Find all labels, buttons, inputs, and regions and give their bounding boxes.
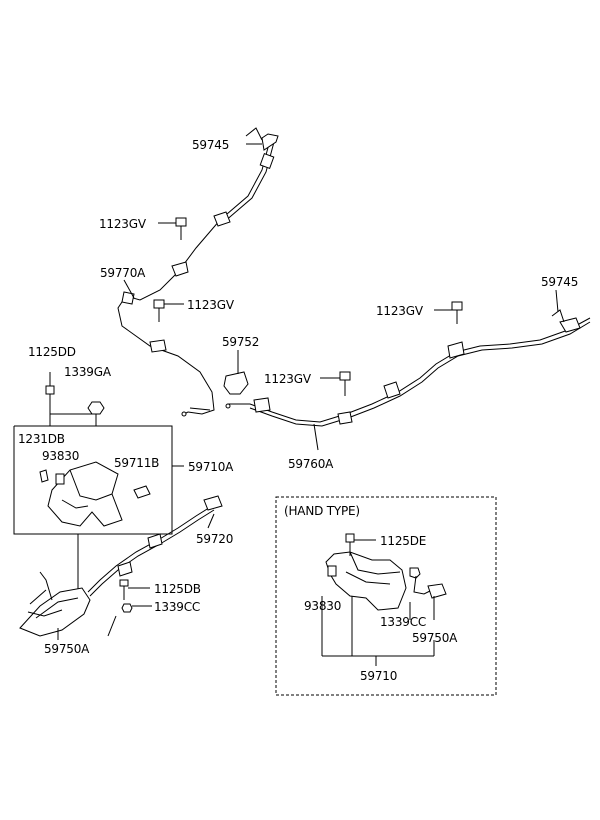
label-1339cc: 1339CC [154, 600, 200, 614]
cable-59760A [225, 309, 591, 427]
label-59750a: 59750A [44, 642, 90, 656]
label-hand-59750a: 59750A [412, 631, 458, 645]
label-1123gv-center: 1123GV [264, 372, 312, 386]
label-59760a: 59760A [288, 457, 334, 471]
label-hand-type-title: (HAND TYPE) [284, 504, 360, 518]
bolt-1125DD [45, 372, 55, 395]
cable-59770A [117, 127, 279, 417]
label-59720: 59720 [196, 532, 233, 546]
leader-lines [123, 143, 559, 607]
bolt-center [339, 371, 351, 396]
label-59710a: 59710A [188, 460, 234, 474]
label-59770a: 59770A [100, 266, 146, 280]
bolt-upper-left [175, 217, 187, 240]
label-59745-left: 59745 [192, 138, 229, 152]
cable-59720 [87, 495, 223, 597]
label-1125dd: 1125DD [28, 345, 76, 359]
label-1123gv-middle-left: 1123GV [187, 298, 235, 312]
label-hand-1339cc: 1339CC [380, 615, 426, 629]
label-1339ga: 1339GA [64, 365, 112, 379]
bolt-middle-left [153, 299, 165, 322]
pedal-59750A [19, 534, 133, 640]
pedal-bracket [39, 461, 151, 527]
pedal-assembly-box [13, 394, 184, 535]
label-1125db: 1125DB [154, 582, 201, 596]
label-1231db: 1231DB [18, 432, 65, 446]
nut-1339GA [87, 401, 105, 415]
bolt-upper-right [451, 301, 463, 324]
labels: 59745 1123GV 59770A 1123GV 59745 1123GV … [18, 138, 578, 683]
label-59752: 59752 [222, 335, 259, 349]
label-59745-right: 59745 [541, 275, 578, 289]
label-93830: 93830 [42, 449, 79, 463]
label-hand-93830: 93830 [304, 599, 341, 613]
label-59711b: 59711B [114, 456, 159, 470]
bracket-59752 [223, 358, 249, 395]
label-1123gv-upper-right: 1123GV [376, 304, 424, 318]
hand-type-box [275, 496, 497, 696]
label-59710: 59710 [360, 669, 397, 683]
label-1125de: 1125DE [380, 534, 426, 548]
label-1123gv-upper-left: 1123GV [99, 217, 147, 231]
